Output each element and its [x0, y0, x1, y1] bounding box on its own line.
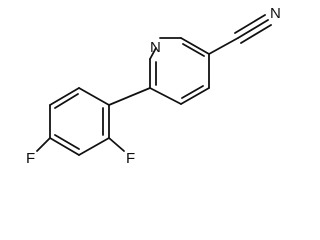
bond-nitrile-triple-2: [234, 14, 266, 34]
bond-c3-c2: [149, 87, 182, 105]
link-bond: [108, 87, 151, 106]
nitrile-group: [208, 14, 272, 55]
nitrile-nitrogen-label: N: [270, 5, 281, 22]
bond-ring-to-nitrile: [208, 37, 239, 55]
bond-nitrile-triple-1: [237, 19, 269, 39]
bond-pyridine-to-phenyl: [108, 87, 151, 106]
para-fluorine-label: F: [26, 150, 35, 167]
chemical-structure: N N F F: [26, 5, 281, 167]
ortho-fluorine-label: F: [126, 150, 135, 167]
bond-p4-p5: [49, 137, 80, 156]
bond-p5-p6: [78, 137, 110, 156]
bond-p2-p3: [49, 87, 80, 106]
bond-ortho-fluorine: [108, 137, 125, 152]
fluorine-bonds: [36, 137, 125, 152]
bond-p1-p2: [78, 87, 110, 106]
bond-c6-c5: [180, 37, 210, 55]
bond-c4-c3: [180, 87, 210, 105]
pyridine-ring: [149, 37, 210, 105]
bond-p4-p5-inner: [54, 134, 80, 150]
bond-c2-n1: [149, 47, 157, 60]
bond-c6-c5-inner: [182, 43, 205, 57]
ring-nitrogen-label: N: [150, 39, 161, 56]
phenyl-ring: [49, 87, 110, 156]
bond-c4-c3-inner: [181, 85, 204, 99]
bond-p2-p3-inner: [54, 93, 79, 109]
bond-para-fluorine: [36, 137, 51, 152]
bond-nitrile-triple-3: [240, 24, 272, 44]
